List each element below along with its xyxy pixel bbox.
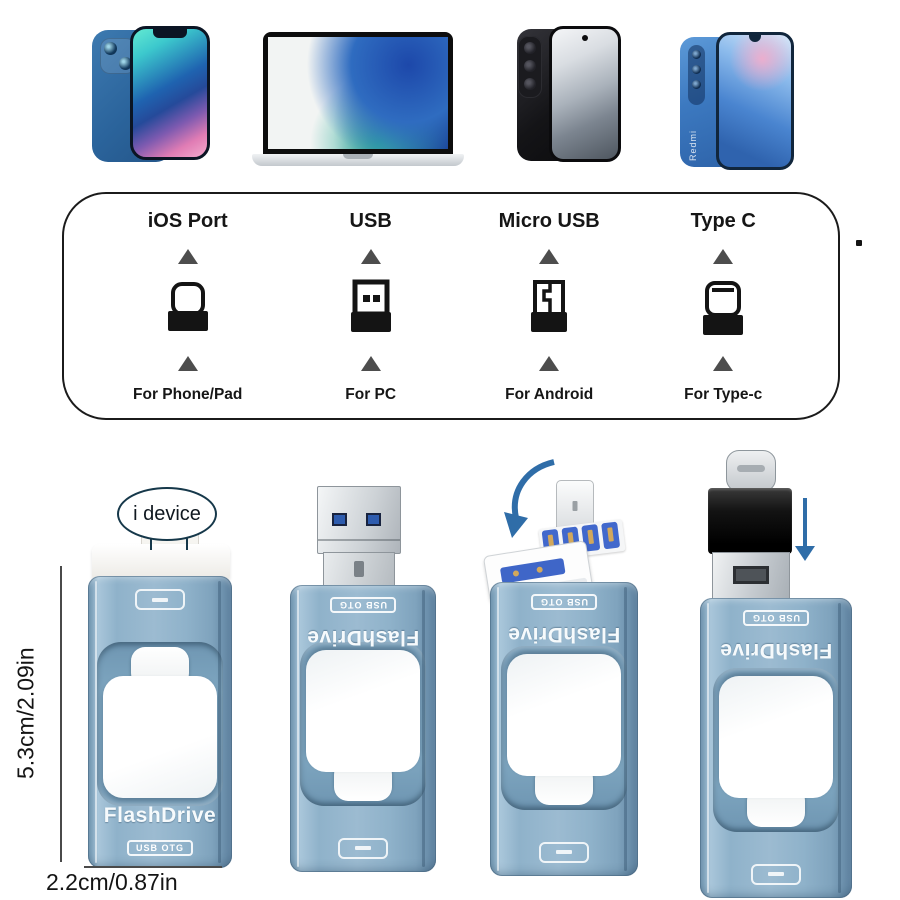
down-arrow-icon	[795, 546, 815, 561]
lightning-connector-icon	[164, 279, 212, 340]
port-slot-badge	[539, 842, 589, 863]
port-title: USB	[349, 210, 392, 232]
port-title: Type C	[690, 210, 756, 232]
brand-text: FlashDrive	[103, 804, 217, 827]
slider-recess	[300, 642, 426, 806]
redmi-camera-icon	[688, 45, 705, 105]
usb-a-plug-under-adapter	[712, 552, 790, 600]
down-arrow-icon	[803, 498, 807, 548]
flash-drive-usb-view: FlashDrive USB OTG	[290, 585, 436, 872]
slider-recess	[501, 646, 627, 810]
slider-face	[306, 650, 420, 772]
usb-otg-badge: USB OTG	[530, 594, 598, 610]
callout-leader-line	[186, 534, 188, 550]
slider-face	[507, 654, 621, 776]
height-dimension-label: 5.3cm/2.09in	[12, 647, 39, 779]
redmi-screen	[716, 32, 794, 170]
port-item-type-c: Type C For Type-c	[638, 210, 808, 404]
macbook-image	[252, 32, 464, 168]
width-dimension-label: 2.2cm/0.87in	[46, 869, 178, 895]
port-caption: For Type-c	[684, 386, 763, 403]
slider-recess	[97, 642, 223, 806]
usb-otg-badge: USB OTG	[742, 610, 810, 626]
port-caption: For PC	[345, 386, 397, 403]
usb-a-collar	[323, 552, 395, 588]
flip-curved-arrow-icon	[498, 452, 562, 553]
flash-drive-lightning-view: FlashDrive USB OTG	[88, 576, 232, 868]
port-item-ios: iOS Port For Phone/Pad	[94, 210, 281, 404]
up-arrow-icon	[713, 355, 734, 371]
usb-a-plug	[317, 486, 401, 554]
usb-a-connector-icon	[347, 279, 395, 340]
redmi-logo-text: Redmi	[688, 129, 698, 161]
type-c-connector-icon	[699, 279, 747, 340]
port-title: Micro USB	[498, 210, 600, 232]
type-c-tip	[726, 450, 776, 492]
port-caption: For Android	[505, 386, 594, 403]
usb-otg-badge: USB OTG	[329, 597, 397, 613]
up-arrow-icon	[177, 248, 198, 264]
galaxy-punch-hole	[582, 35, 588, 41]
type-c-adapter-black	[708, 488, 792, 554]
galaxy-screen	[549, 26, 621, 162]
up-arrow-icon	[360, 355, 381, 371]
port-slot-badge	[751, 864, 801, 885]
brand-text: FlashDrive	[719, 639, 833, 662]
brand-text: FlashDrive	[507, 623, 621, 646]
macbook-base	[252, 154, 464, 166]
i-device-callout: i device	[117, 487, 217, 541]
lightning-connector-collar	[92, 544, 230, 580]
iphone-screen	[130, 26, 210, 160]
port-slot-badge	[338, 838, 388, 859]
usb3-window	[366, 513, 381, 526]
slider-face	[103, 676, 217, 798]
width-dimension-line	[84, 866, 222, 868]
micro-usb-connector-icon	[525, 279, 573, 340]
port-item-micro-usb: Micro USB For Android	[460, 210, 639, 404]
port-caption: For Phone/Pad	[133, 386, 243, 403]
slider-recess	[713, 668, 839, 832]
macbook-screen	[263, 32, 453, 154]
galaxy-camera-icon	[518, 36, 542, 98]
redmi-phone-image: Redmi	[680, 32, 794, 172]
port-item-usb: USB For PC	[281, 210, 460, 404]
iphone-image	[92, 26, 210, 166]
iphone-notch	[153, 29, 187, 38]
up-arrow-icon	[360, 248, 381, 264]
galaxy-phone-image	[517, 26, 621, 164]
stray-dot	[856, 240, 862, 246]
flash-drive-micro-usb-view: FlashDrive USB OTG	[490, 582, 638, 876]
height-dimension-line	[60, 566, 62, 862]
brand-text: FlashDrive	[306, 626, 420, 649]
slider-face	[719, 676, 833, 798]
usb-otg-badge: USB OTG	[126, 840, 194, 856]
up-arrow-icon	[713, 248, 734, 264]
port-slot-badge	[135, 589, 185, 610]
up-arrow-icon	[539, 248, 560, 264]
port-title: iOS Port	[147, 210, 228, 232]
up-arrow-icon	[539, 355, 560, 371]
up-arrow-icon	[177, 355, 198, 371]
callout-leader-line	[150, 534, 152, 550]
redmi-notch	[749, 35, 761, 42]
usb3-window	[332, 513, 347, 526]
flash-drive-type-c-view: FlashDrive USB OTG	[700, 598, 852, 898]
port-compatibility-panel: iOS Port For Phone/Pad USB	[62, 192, 840, 420]
